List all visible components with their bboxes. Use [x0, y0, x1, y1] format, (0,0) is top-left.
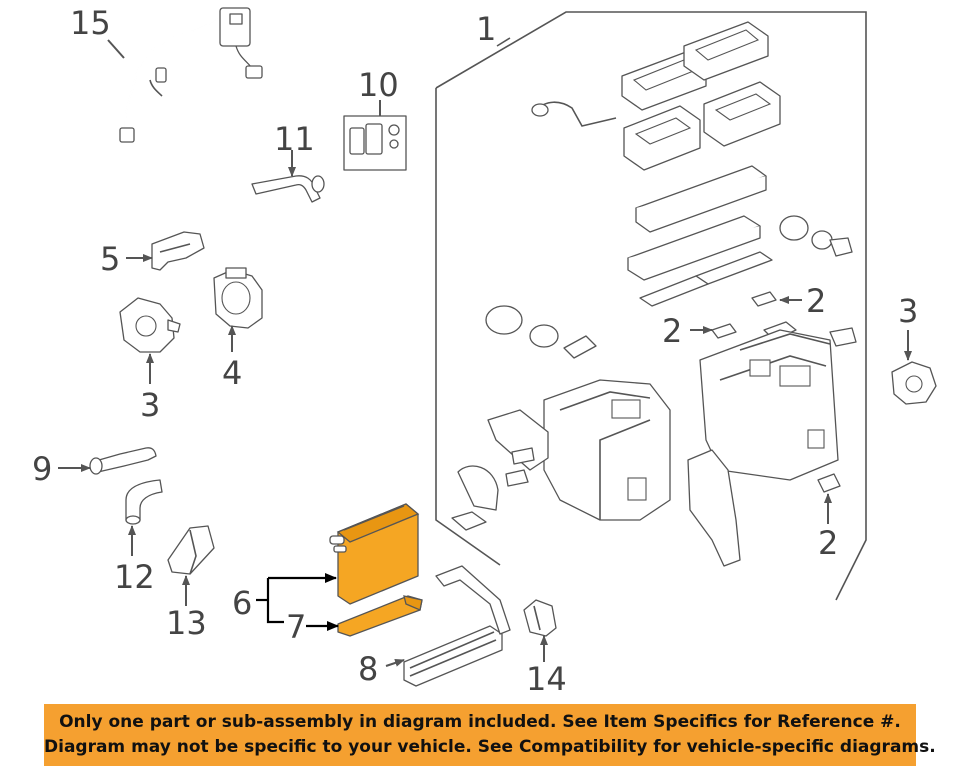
- evaporator-tray-part: [337, 595, 423, 637]
- callout-2-top: 2: [806, 282, 826, 320]
- callout-11: 11: [274, 120, 315, 158]
- actuator-motor-part-right: [891, 361, 937, 405]
- callout-3-left: 3: [140, 386, 160, 424]
- duct-part-13: [167, 525, 215, 575]
- wiring-harness-part: [119, 7, 263, 143]
- disclaimer-line-2: Diagram may not be specific to your vehi…: [44, 737, 936, 757]
- blower-housing-part: [213, 267, 263, 329]
- hose-part-12: [125, 479, 163, 525]
- hose-part-9: [89, 447, 157, 475]
- callout-13: 13: [166, 604, 207, 642]
- hvac-assembly-parts: [451, 21, 857, 567]
- callout-12: 12: [114, 558, 155, 596]
- mount-bracket-part: [523, 599, 557, 637]
- leader-lines: [58, 39, 912, 667]
- callout-9: 9: [32, 450, 52, 488]
- callout-5: 5: [100, 240, 120, 278]
- callout-7: 7: [286, 608, 306, 646]
- callout-4: 4: [222, 354, 242, 392]
- switch-kit-part: [343, 115, 407, 171]
- callout-14: 14: [526, 660, 567, 698]
- callout-2-mid: 2: [662, 312, 682, 350]
- callout-1: 1: [476, 10, 496, 48]
- actuator-bracket-part: [151, 231, 205, 271]
- callout-10: 10: [358, 66, 399, 104]
- assembly-outline: [435, 11, 867, 601]
- disclaimer-line-1: Only one part or sub-assembly in diagram…: [59, 712, 901, 732]
- callout-6: 6: [232, 584, 252, 622]
- callout-3-right: 3: [898, 292, 918, 330]
- callout-8: 8: [358, 650, 378, 688]
- pipe-part: [251, 175, 325, 203]
- callout-2-bottom: 2: [818, 524, 838, 562]
- heater-core-part: [403, 565, 511, 687]
- evaporator-core-part: [329, 503, 420, 605]
- disclaimer-banner: Only one part or sub-assembly in diagram…: [44, 704, 936, 766]
- callout-15: 15: [70, 4, 111, 42]
- actuator-motor-part-left: [119, 297, 181, 353]
- callout-labels: 1 15 10 11 5 3 4 9 12 13 6 7 8 14 2 2 2 …: [32, 4, 918, 698]
